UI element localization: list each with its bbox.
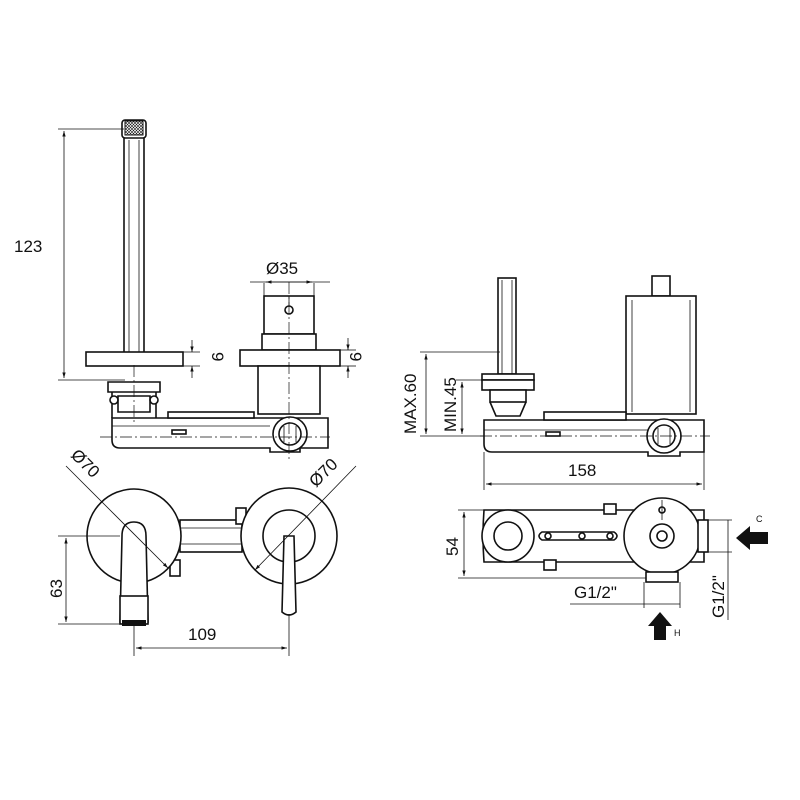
dimension-g12-bottom: G1/2": [570, 582, 681, 608]
hot-inlet-arrow-icon: H: [648, 612, 681, 640]
dim-label-min-45: MIN.45: [441, 377, 460, 432]
dim-label-123: 123: [14, 237, 42, 256]
dim-label-g12-bottom: G1/2": [574, 583, 617, 602]
dim-label-63: 63: [47, 579, 66, 598]
mixer-lever: [281, 535, 297, 616]
dim-label-diam-70-left: Ø70: [67, 445, 103, 481]
dimension-min-45: MIN.45: [441, 377, 482, 434]
dimension-diam-35: Ø35: [250, 259, 330, 296]
dim-label-158: 158: [568, 461, 596, 480]
dim-label-9-right: 9: [346, 352, 365, 361]
concealed-body-side: [483, 411, 705, 457]
spout-vertical: [121, 119, 147, 352]
dimension-9-right: 9: [340, 338, 365, 378]
top-view: Ø70 Ø70 63 109: [47, 445, 357, 656]
dim-label-diam-70-right: Ø70: [305, 455, 341, 491]
cold-inlet-label: C: [756, 514, 763, 524]
hot-inlet-label: H: [674, 628, 681, 638]
dimension-9-left: 9: [183, 340, 227, 378]
dim-label-diam-35: Ø35: [266, 259, 298, 278]
dim-label-g12-right: G1/2": [709, 575, 728, 618]
dimension-109: 109: [133, 614, 290, 656]
side-view: MAX.60 MIN.45 158: [401, 275, 710, 490]
dim-label-9-left: 9: [208, 352, 227, 361]
dim-label-max-60: MAX.60: [401, 374, 420, 434]
dim-label-54: 54: [443, 537, 462, 556]
dimension-max-60: MAX.60: [401, 351, 500, 437]
cold-inlet-arrow-icon: C: [736, 514, 768, 550]
dimension-g12-right: G1/2": [708, 519, 732, 620]
dimension-63: 63: [47, 535, 120, 625]
spout-top: [119, 521, 149, 626]
cartridge-cylinder: [625, 275, 697, 415]
plan-view: 54 G1/2" G1/2" C H: [443, 497, 768, 640]
dimension-158: 158: [483, 452, 705, 490]
concealed-body-front: [111, 411, 329, 453]
mixer-rosette: [239, 349, 341, 367]
concealed-body-plan: [481, 497, 709, 583]
dimension-123: 123: [14, 128, 125, 381]
dim-label-109: 109: [188, 625, 216, 644]
front-view: 123 Ø35 9 9: [14, 119, 365, 460]
dimension-54: 54: [443, 509, 646, 579]
spout-rosette: [85, 351, 184, 367]
